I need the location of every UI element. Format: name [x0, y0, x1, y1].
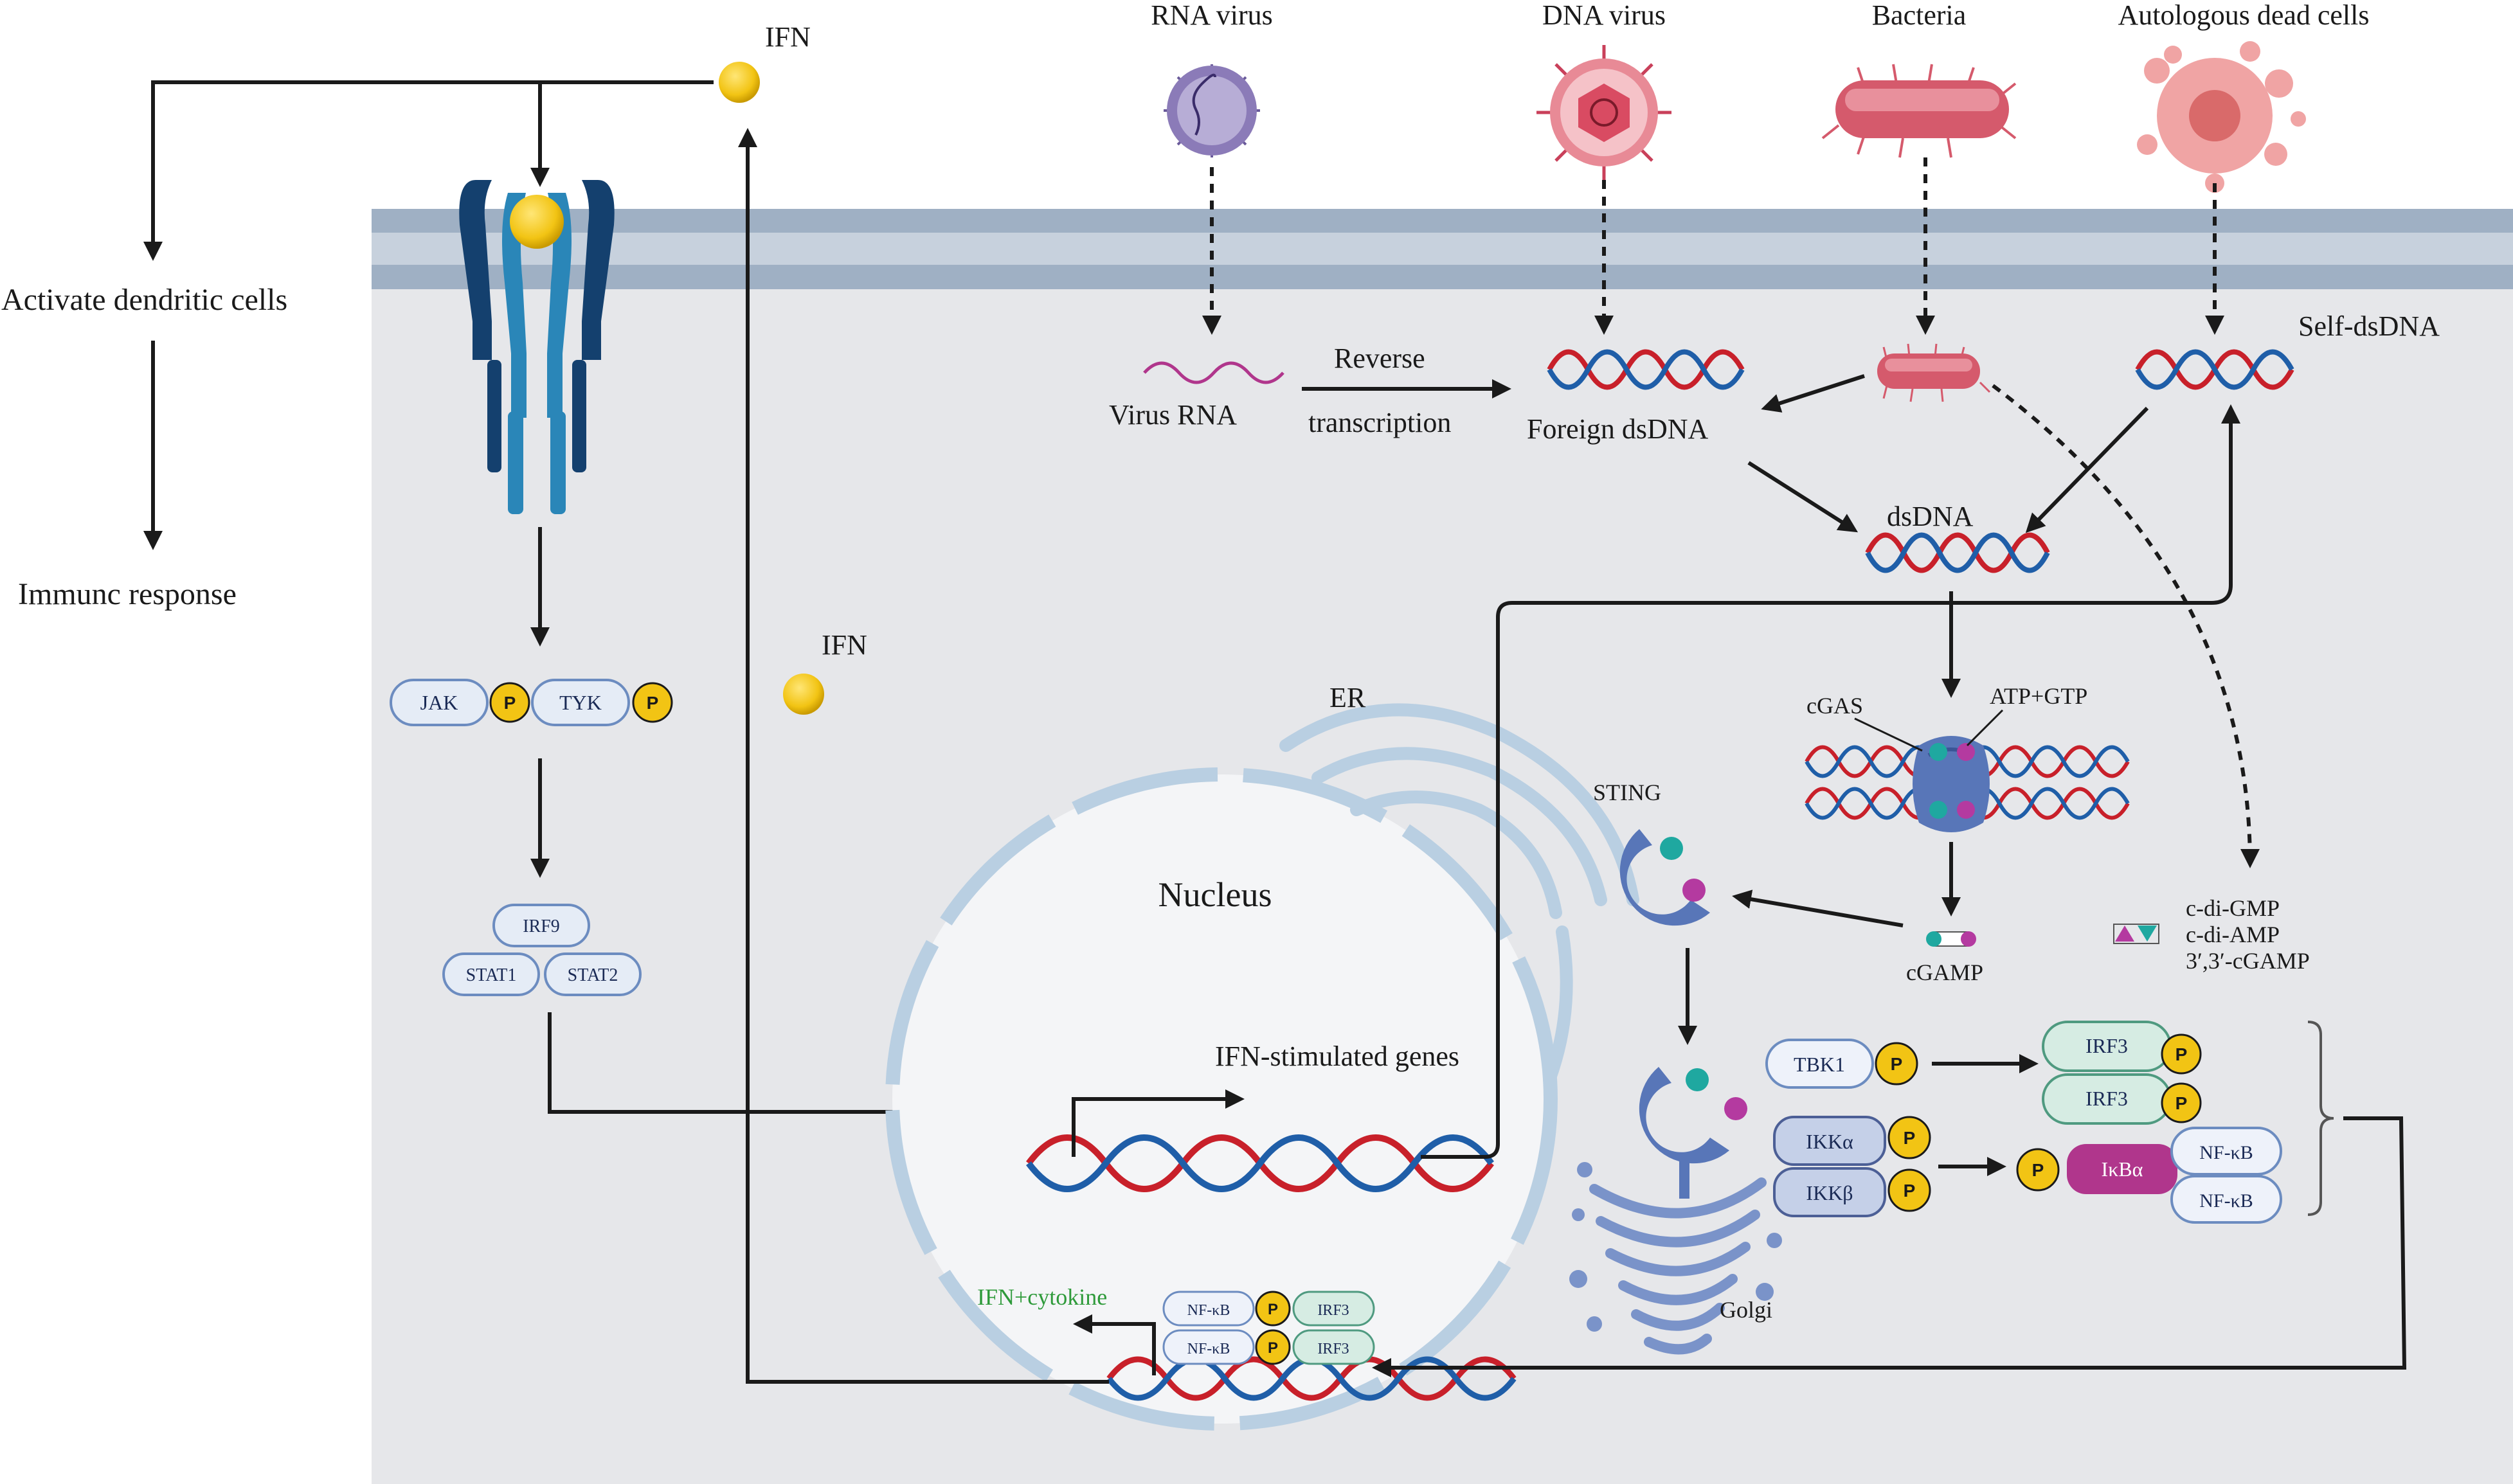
- arrow-tf-to-nucleus: [1372, 1116, 2407, 1377]
- nfkb-small-2-p: P: [1268, 1339, 1278, 1357]
- foreign-dsdna-helix: [1547, 349, 1745, 390]
- dna-virus-icon: [1536, 45, 1671, 180]
- er-label: ER: [1329, 682, 1366, 713]
- arrow-to-ifn-cytokine: [1073, 1314, 1156, 1375]
- tbk1-complex: TBK1 P: [1765, 1039, 1918, 1089]
- nucleus-label: Nucleus: [1158, 875, 1272, 914]
- cdn-molecules: [2113, 924, 2159, 944]
- jak-label: JAK: [420, 691, 458, 714]
- tbk1-label: TBK1: [1794, 1053, 1845, 1076]
- ikba-label: IκBα: [2102, 1158, 2143, 1181]
- stat1-label: STAT1: [466, 965, 517, 985]
- reverse-label: Reverse: [1334, 343, 1425, 374]
- arrow-ifn-secretion: [738, 128, 1109, 1384]
- isgf3-complex: IRF9 STAT1 STAT2: [442, 904, 642, 996]
- transcription-label: transcription: [1308, 407, 1451, 438]
- jak-tyk-complex: JAK P TYK P: [390, 679, 673, 726]
- arrow-self-to-dsdna: [2025, 406, 2149, 533]
- jak-p-label: P: [504, 693, 516, 713]
- golgi-apparatus: [1589, 1177, 1767, 1355]
- ifn-bound-ball: [510, 195, 564, 249]
- tyk-p-label: P: [647, 693, 659, 713]
- nfkb-small-2: NF-κB: [1187, 1341, 1230, 1357]
- ikba-nfkb-complex: P IκBα NF-κB NF-κB: [2016, 1127, 2282, 1224]
- irf3-label-2: IRF3: [2085, 1087, 2128, 1110]
- atp-gtp-label: ATP+GTP: [1990, 683, 2087, 709]
- arrow-isg-transcription: [1072, 1089, 1245, 1157]
- tbk1-p-label: P: [1891, 1054, 1903, 1074]
- ikka-label: IKKα: [1806, 1130, 1853, 1153]
- cytosolic-bacterium: [1877, 343, 1991, 402]
- nuclear-tf-complex: NF-κB P IRF3 NF-κB P IRF3: [1162, 1291, 1375, 1365]
- activate-dc-label: Activate dendritic cells: [1, 283, 287, 317]
- nfkb-label-2: NF-κB: [2199, 1190, 2253, 1211]
- ifn-ball-mid: [783, 674, 824, 715]
- golgi-vesicles: [1569, 1162, 1782, 1332]
- arrow-ifn-to-receptor: [530, 80, 714, 187]
- rna-virus-icon: [1164, 64, 1260, 157]
- nfkb-small-1: NF-κB: [1187, 1302, 1230, 1319]
- atp-gtp-pointer: [1966, 709, 2004, 747]
- dna-virus-label: DNA virus: [1542, 0, 1666, 31]
- sting-label: STING: [1593, 780, 1661, 805]
- ifn-mid-label: IFN: [822, 629, 867, 661]
- cgamp-molecule: [1926, 931, 1976, 947]
- dsdna-helix: [1865, 532, 2050, 573]
- immune-response-label: Immunc response: [18, 577, 237, 611]
- self-dsdna-helix: [2135, 349, 2294, 390]
- arrow-foreign-to-dsdna: [1747, 461, 1859, 533]
- cgamp-label: cGAMP: [1906, 960, 1983, 985]
- arrow-isgf3-to-isg: [548, 1012, 1000, 1122]
- ifn-top-label: IFN: [765, 21, 811, 53]
- irf9-label: IRF9: [523, 916, 560, 936]
- cgas-pointer: [1854, 717, 1923, 752]
- arrow-isg-to-self-dsdna: [1421, 404, 2240, 1159]
- virus-rna-strand: [1143, 361, 1284, 384]
- golgi-label: Golgi: [1720, 1297, 1772, 1323]
- irf3-small-2: IRF3: [1317, 1341, 1349, 1357]
- dsdna-label: dsDNA: [1887, 501, 1974, 532]
- cdn2-label: c-di-AMP: [2186, 922, 2280, 947]
- irf3-small-1: IRF3: [1317, 1302, 1349, 1319]
- arrow-bacteria-to-foreign-dsdna: [1761, 374, 1865, 413]
- cgas-label: cGAS: [1806, 693, 1863, 719]
- cgas-dsdna-complex: [1805, 736, 2130, 832]
- tf-bracket: [2307, 1021, 2334, 1216]
- foreign-dsdna-label: Foreign dsDNA: [1527, 413, 1709, 445]
- arrow-bacteria-to-cdn: [1992, 384, 2260, 868]
- cdn1-label: c-di-GMP: [2186, 895, 2280, 921]
- rna-virus-label: RNA virus: [1151, 0, 1272, 31]
- sting-dimer-er: [1619, 829, 1710, 926]
- stat2-label: STAT2: [568, 965, 618, 985]
- ikkb-p-label: P: [1904, 1181, 1916, 1201]
- ikba-p-label: P: [2032, 1160, 2044, 1180]
- dead-cells-label: Autologous dead cells: [2118, 0, 2369, 31]
- bacteria-icon: [1821, 64, 2017, 158]
- ifn-receptor: [459, 180, 615, 514]
- ifn-ball-top: [719, 62, 760, 103]
- isg-dna: [1026, 1134, 1494, 1192]
- nfkb-small-1-p: P: [1268, 1301, 1278, 1318]
- sting-dimer-golgi: [1639, 1067, 1747, 1199]
- ikk-complex: IKKα P IKKβ P: [1773, 1116, 1931, 1217]
- arrow-cgamp-to-sting: [1732, 890, 1904, 927]
- cdn3-label: 3′,3′-cGAMP: [2186, 948, 2310, 974]
- ifn-cytokine-label: IFN+cytokine: [977, 1284, 1107, 1310]
- irf3-label-1: IRF3: [2085, 1034, 2128, 1057]
- irf3-1-p-label: P: [2175, 1044, 2188, 1064]
- bacteria-label: Bacteria: [1872, 0, 1967, 31]
- nfkb-label-1: NF-κB: [2199, 1142, 2253, 1163]
- ikkb-label: IKKβ: [1806, 1181, 1853, 1204]
- virus-rna-label: Virus RNA: [1109, 399, 1237, 431]
- irf3-dimer: IRF3 P IRF3 P: [2042, 1021, 2202, 1125]
- tyk-label: TYK: [559, 691, 602, 714]
- dead-cell-icon: [2137, 41, 2306, 193]
- self-dsdna-label: Self-dsDNA: [2298, 310, 2440, 342]
- irf3-2-p-label: P: [2175, 1093, 2188, 1113]
- isg-label: IFN-stimulated genes: [1215, 1041, 1459, 1072]
- ikka-p-label: P: [1904, 1128, 1916, 1148]
- arrow-ifn-to-dc: [143, 80, 714, 261]
